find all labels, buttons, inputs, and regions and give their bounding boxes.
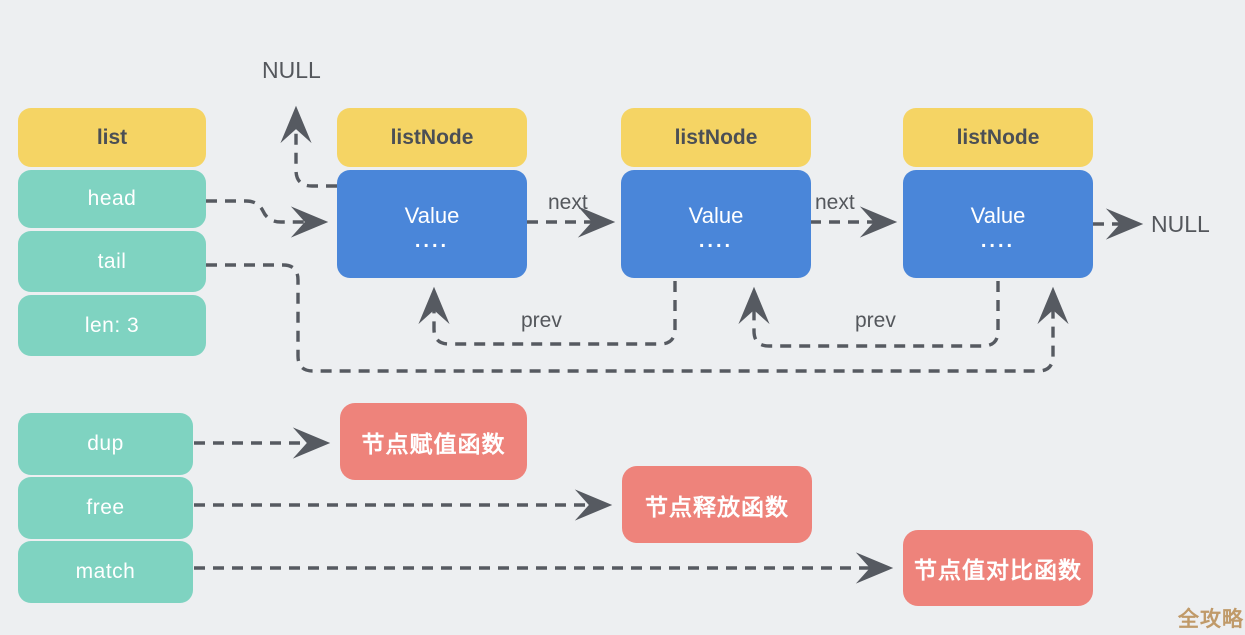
node3-prev-arrow (738, 281, 1000, 348)
listnode-3-dots: .... (980, 229, 1016, 252)
listnode-2-body: Value .... (621, 170, 811, 278)
list-field-len: len: 3 (18, 295, 206, 356)
next-label-2: next (815, 191, 855, 214)
free-function-box: 节点释放函数 (622, 466, 812, 543)
null-top-label: NULL (262, 57, 321, 83)
list-field-tail: tail (18, 231, 206, 292)
list-field-dup: dup (18, 413, 193, 475)
node1-prev-to-null-arrow (280, 105, 337, 188)
prev-label-2: prev (855, 309, 896, 332)
listnode-3-body: Value .... (903, 170, 1093, 278)
listnode-1-body: Value .... (337, 170, 527, 278)
listnode-2-value: Value (688, 202, 744, 228)
head-pointer-arrow (206, 199, 329, 238)
tail-pointer-arrow (206, 263, 1069, 373)
null-right-label: NULL (1151, 211, 1210, 237)
listnode-3-header: listNode (903, 108, 1093, 167)
listnode-1-value: Value (404, 202, 460, 228)
listnode-2-header: listNode (621, 108, 811, 167)
next-label-1: next (548, 191, 588, 214)
listnode-2-dots: .... (698, 229, 734, 252)
list-struct-header: list (18, 108, 206, 167)
list-field-free: free (18, 477, 193, 539)
watermark-text: 全攻略 (1178, 608, 1244, 631)
listnode-3-value: Value (970, 202, 1026, 228)
match-function-box: 节点值对比函数 (903, 530, 1093, 606)
node2-prev-arrow (418, 281, 677, 346)
list-field-head: head (18, 170, 206, 228)
list-field-match: match (18, 541, 193, 603)
dup-function-box: 节点赋值函数 (340, 403, 527, 480)
listnode-1-dots: .... (414, 229, 450, 252)
prev-label-1: prev (521, 309, 562, 332)
listnode-1-header: listNode (337, 108, 527, 167)
